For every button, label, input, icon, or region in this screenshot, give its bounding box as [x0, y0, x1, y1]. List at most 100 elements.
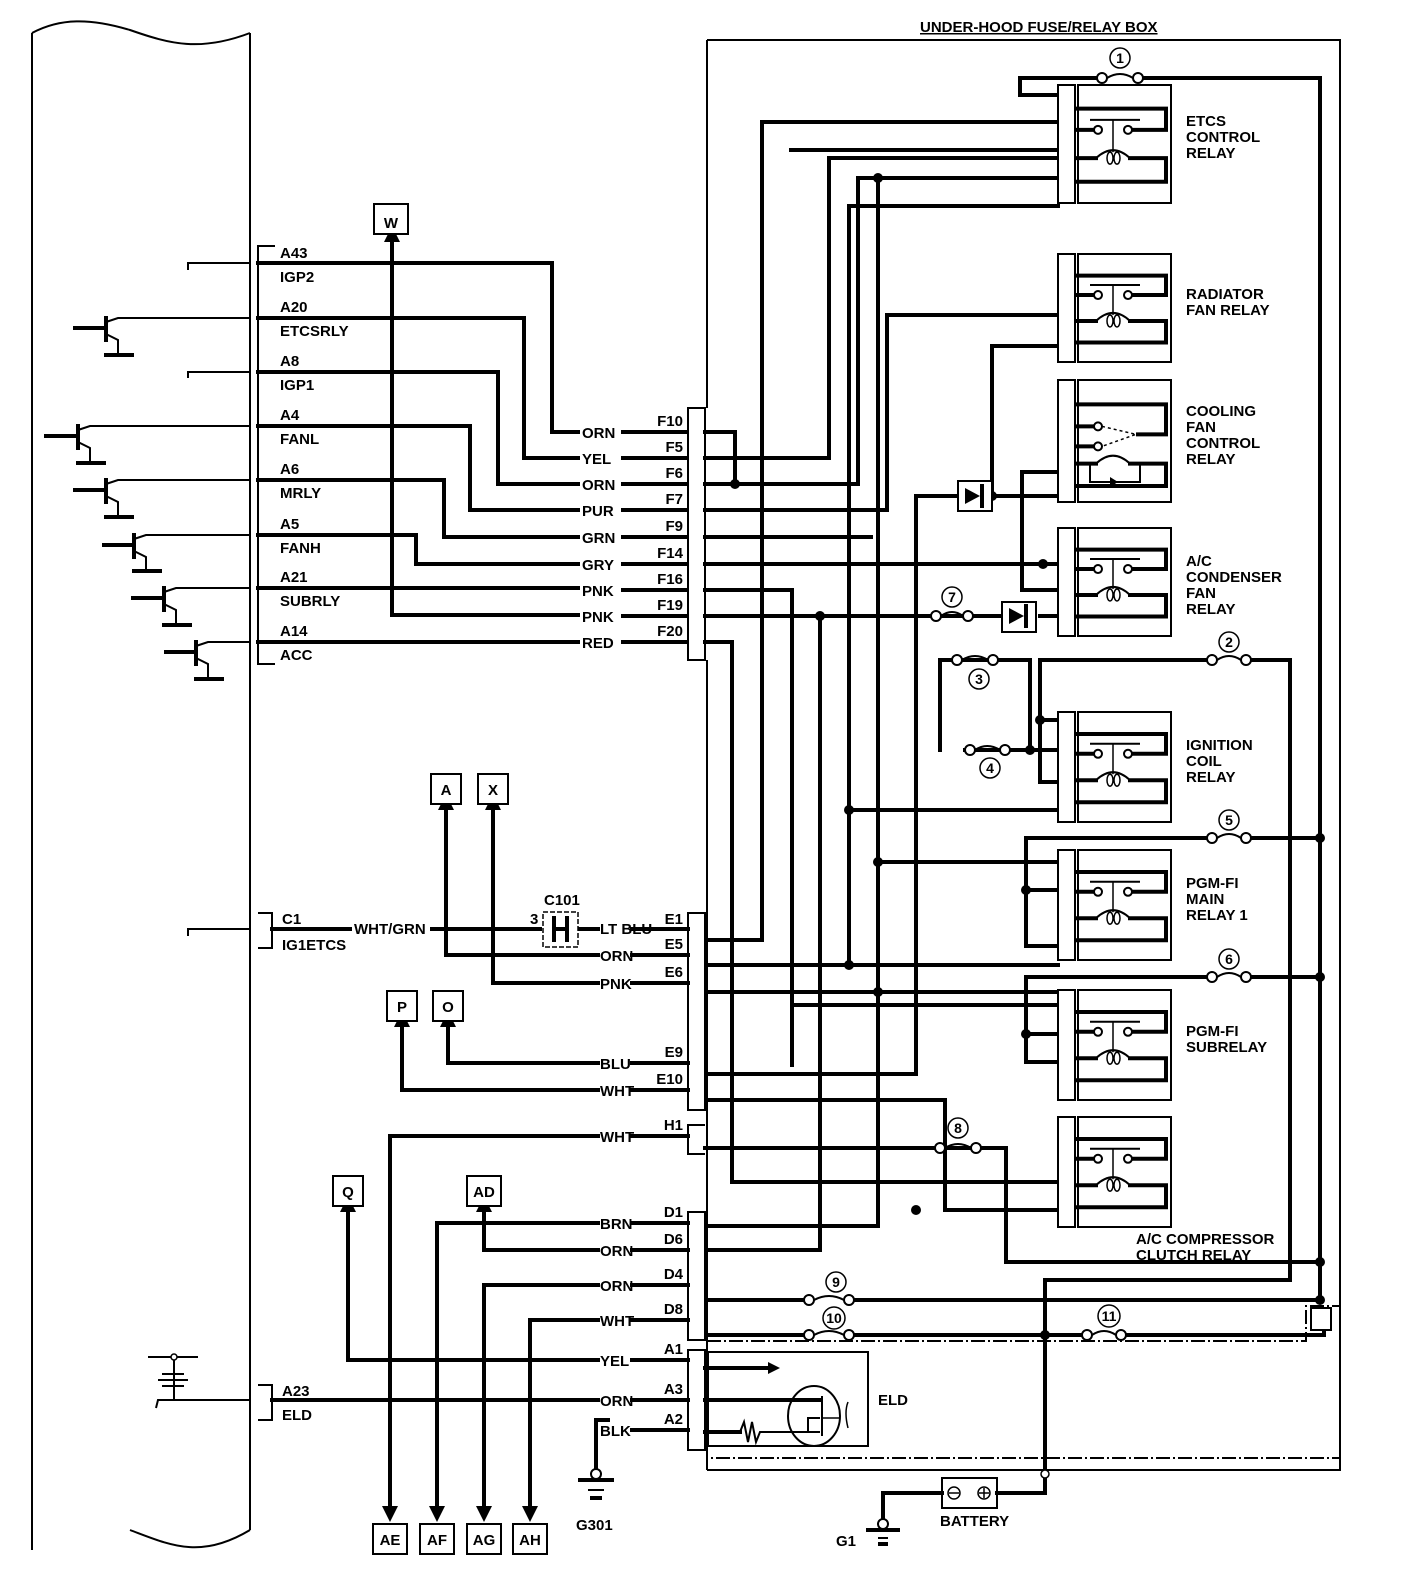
wire-color-label: ORN — [582, 425, 615, 442]
wire-color-label: YEL — [582, 451, 611, 468]
ref-box — [477, 773, 509, 805]
ecm-terminal-name: FANH — [280, 540, 321, 557]
relay-etcs — [1057, 84, 1172, 204]
relay-label-sub: SUBRELAY — [1186, 1039, 1267, 1056]
ecm-pin-label: A5 — [280, 516, 299, 533]
box-pin-label: F10 — [657, 413, 683, 430]
ref-arrow-w — [373, 203, 409, 242]
ref-box — [419, 1523, 455, 1555]
relay-label-compressor: CLUTCH RELAY — [1136, 1247, 1251, 1264]
relay-label-compressor: A/C COMPRESSOR — [1136, 1231, 1275, 1248]
battery-label: BATTERY — [940, 1513, 1009, 1530]
fuses: 1 2 3 4 5 6 7 8 9 10 11 — [803, 47, 1252, 1341]
ecm-pin-label: A8 — [280, 353, 299, 370]
wire-label-bg — [580, 556, 621, 572]
box-pin-label: D6 — [664, 1231, 683, 1248]
ref-label-a: A — [441, 782, 452, 799]
box-pin-label: A3 — [664, 1381, 683, 1398]
ref-box — [432, 990, 464, 1022]
ecm-pin-label: C1 — [282, 911, 301, 928]
diode-icon — [1001, 601, 1037, 633]
ref-label-ah: AH — [519, 1532, 541, 1549]
wire-label-bg — [580, 450, 621, 466]
box-pin-label: E1 — [665, 911, 683, 928]
ref-label-ae: AE — [380, 1532, 401, 1549]
fuse-box-title: UNDER-HOOD FUSE/RELAY BOX — [920, 19, 1158, 36]
box-pin-label: D1 — [664, 1204, 683, 1221]
ref-label-q: Q — [342, 1184, 354, 1201]
wires-f-harness — [256, 228, 690, 644]
wire-label-bg — [580, 476, 621, 492]
transistor-icon — [131, 586, 250, 627]
fuse-number: 7 — [948, 589, 956, 605]
ref-box — [430, 773, 462, 805]
box-pin-label: E9 — [665, 1044, 683, 1061]
ecm-connector-a23 — [258, 1384, 273, 1421]
eld-module — [703, 1351, 869, 1447]
fuse-number: 5 — [1225, 812, 1233, 828]
connector-pin-label: 3 — [530, 911, 538, 928]
ground-icon — [866, 1518, 900, 1546]
wire-label-bg — [580, 502, 621, 518]
fuse-box-connector-f — [687, 407, 706, 661]
fuse-icon-7: 7 — [930, 586, 974, 622]
ecm-pin-label: A20 — [280, 299, 308, 316]
wire-color-label: ORN — [600, 1278, 633, 1295]
wire-color-label: BLU — [600, 1056, 631, 1073]
ref-box — [512, 1523, 548, 1555]
relay-label-radiator: FAN RELAY — [1186, 302, 1270, 319]
eld-connector-a — [687, 1349, 706, 1451]
ecm-terminal-name: FANL — [280, 431, 319, 448]
diode-icon — [957, 480, 993, 512]
fuse-box-connector-h — [687, 1124, 705, 1155]
wire-label-bg — [580, 608, 621, 624]
relay-label-ignition: IGNITION — [1186, 737, 1253, 754]
ref-label-o: O — [442, 999, 454, 1016]
relay-label-ignition: COIL — [1186, 753, 1222, 770]
wire-color-label: GRN — [582, 530, 615, 547]
ecm-terminal-name: MRLY — [280, 485, 321, 502]
relay-condenser — [1057, 527, 1172, 637]
relay-label-sub: PGM-FI — [1186, 1023, 1239, 1040]
ref-label-af: AF — [427, 1532, 447, 1549]
fuse-number: 1 — [1116, 50, 1124, 66]
ecm-terminal-name: ACC — [280, 647, 313, 664]
ground-g1-label: G1 — [836, 1533, 856, 1550]
fuse-icon-10: 10 — [803, 1306, 855, 1341]
fuse-box-connector-e — [687, 912, 706, 1111]
wire-color-label: ORN — [600, 1243, 633, 1260]
box-pin-label: A2 — [664, 1411, 683, 1428]
box-pin-label: F14 — [657, 545, 684, 562]
fuse-number: 2 — [1225, 634, 1233, 650]
wire-color-label: PUR — [582, 503, 614, 520]
relay-label-etcs: CONTROL — [1186, 129, 1260, 146]
ecm-terminal-name: SUBRLY — [280, 593, 340, 610]
box-pin-label: E5 — [665, 936, 683, 953]
fuse-box-connector-d — [687, 1211, 706, 1341]
relay-label-radiator: RADIATOR — [1186, 286, 1264, 303]
wire-color-label: ORN — [582, 477, 615, 494]
relays — [1057, 84, 1172, 1228]
transistor-icon — [44, 424, 250, 465]
transistor-icon — [73, 316, 250, 357]
ecm-body — [31, 20, 251, 1550]
ref-label-ad: AD — [473, 1184, 495, 1201]
relay-label-cooling: FAN — [1186, 419, 1216, 436]
box-pin-label: E6 — [665, 964, 683, 981]
wire-color-label: WHT/GRN — [354, 921, 426, 938]
wire-color-label: RED — [582, 635, 614, 652]
wire-label-bg — [580, 634, 621, 650]
fuse-number: 10 — [826, 1310, 842, 1326]
box-pin-label: F20 — [657, 623, 683, 640]
relay-label-main: MAIN — [1186, 891, 1224, 908]
relay-compressor — [1057, 1116, 1172, 1228]
box-pin-label: F5 — [665, 439, 683, 456]
ecm-terminal-name: ETCSRLY — [280, 323, 349, 340]
wires-e-harness — [270, 796, 690, 1517]
transistor-icon — [164, 640, 250, 681]
relay-label-condenser: A/C — [1186, 553, 1212, 570]
ref-label-p: P — [397, 999, 407, 1016]
fuse-number: 8 — [954, 1120, 962, 1136]
fuse-icon-9: 9 — [803, 1271, 855, 1306]
box-pin-label: A1 — [664, 1341, 683, 1358]
